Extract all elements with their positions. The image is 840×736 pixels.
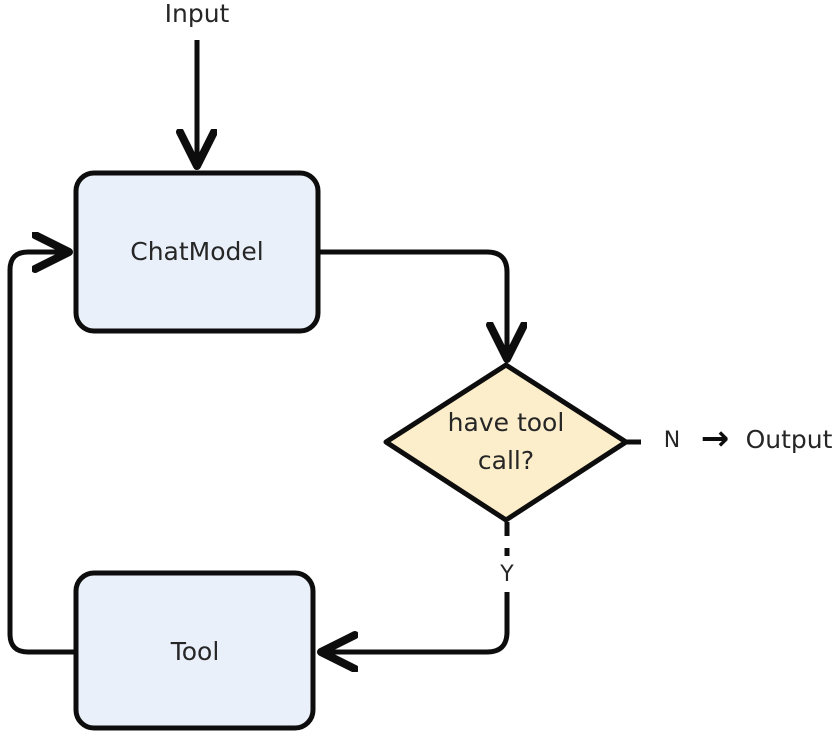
node-chatmodel-label: ChatModel [130,237,263,266]
edge-tool-to-chatmodel [7,252,76,655]
node-tool-label: Tool [170,637,220,666]
node-decision-label-line1: have tool [448,408,565,437]
label-input: Input [165,0,230,28]
edge-label-yes: Y [499,562,514,587]
edge-chatmodel-to-decision [318,249,507,358]
node-chatmodel-box[interactable] [73,170,321,334]
node-decision-label-line2: call? [478,446,534,475]
node-decision-diamond[interactable] [383,362,629,523]
edge-decision-yes-to-tool [322,592,510,652]
right-arrow-icon: → [701,419,730,459]
label-output: Output [746,425,833,454]
node-tool-box[interactable] [73,570,316,731]
edge-label-no: N [664,428,680,453]
